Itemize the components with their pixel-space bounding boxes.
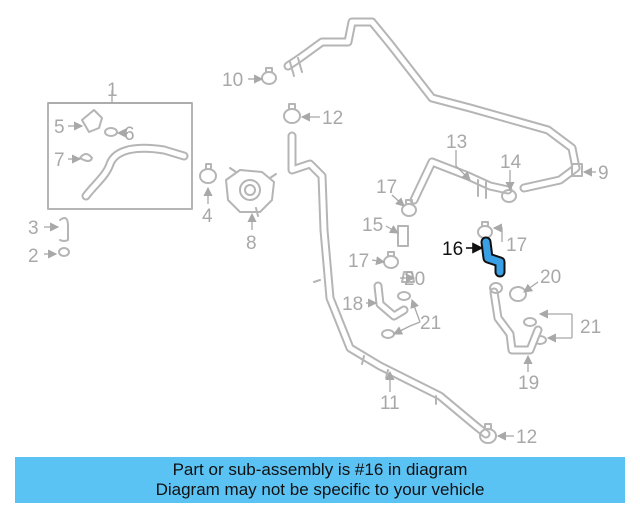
part-8-thermostat-housing: [225, 167, 277, 217]
callout-17-a: 17: [376, 177, 397, 198]
callout-12-top: 12: [322, 108, 343, 129]
part-10-clamp: [261, 67, 277, 85]
part-19-clamp: [489, 282, 503, 294]
part-16-hose: [480, 236, 506, 278]
part-17-clamp-c: [383, 251, 399, 269]
part-15-hose: [397, 225, 409, 247]
callout-15: 15: [362, 215, 383, 236]
callout-1: 1: [107, 80, 118, 101]
callout-17-c: 17: [348, 251, 369, 272]
part-13-hose: [409, 157, 513, 205]
callout-6: 6: [124, 124, 135, 145]
part-9-pipe: [283, 17, 583, 193]
part-21-seal-b: [397, 291, 411, 301]
part-11-pipe: [287, 131, 491, 439]
part-18-hose: [373, 281, 409, 321]
part-6-oring: [104, 127, 118, 137]
callout-21-a: 21: [420, 313, 441, 334]
callout-20-b: 20: [540, 267, 561, 288]
part-2-washer: [58, 247, 70, 257]
banner-line-2: Diagram may not be specific to your vehi…: [155, 480, 485, 499]
callout-14: 14: [500, 152, 522, 173]
info-banner: Part or sub-assembly is #16 in diagram D…: [15, 457, 625, 503]
callout-labels: 1 5 6 7 3 2 4 8 10 12 9 11 12 13 14 17 1…: [28, 70, 609, 448]
callout-18: 18: [342, 294, 363, 315]
part-20-fitting-b: [509, 286, 527, 302]
parts-diagram: 1 5 6 7 3 2 4 8 10 12 9 11 12 13 14 17 1…: [28, 17, 609, 448]
part-7-clip: [79, 153, 93, 162]
part-4-clamp: [199, 163, 217, 184]
part-17-clamp-a: [401, 199, 417, 217]
leader-lines: [44, 74, 596, 441]
banner-line-1: Part or sub-assembly is #16 in diagram: [172, 460, 468, 479]
callout-3: 3: [28, 218, 39, 239]
callout-7: 7: [54, 150, 65, 171]
callout-11: 11: [380, 393, 400, 414]
callout-2: 2: [28, 246, 39, 267]
part-14-clamp: [501, 189, 517, 203]
part-21-seal-a: [381, 329, 395, 339]
callout-9: 9: [598, 163, 609, 184]
callout-5: 5: [54, 117, 65, 138]
part-21-seal-c: [523, 317, 537, 327]
assembly-1-box: [47, 90, 193, 210]
callout-19: 19: [518, 373, 539, 394]
callout-10: 10: [222, 70, 243, 91]
part-5-bracket: [81, 109, 103, 133]
part-17-clamp-b: [477, 221, 493, 239]
callout-4: 4: [202, 206, 213, 227]
part-12-clamp-top: [283, 103, 301, 124]
callout-21-b: 21: [580, 317, 601, 338]
callout-8: 8: [246, 233, 257, 254]
callout-12-bottom: 12: [516, 427, 537, 448]
callout-20-a: 20: [404, 269, 425, 290]
callout-16: 16: [442, 239, 463, 260]
callout-13: 13: [446, 132, 467, 153]
part-19-pipe: [489, 287, 543, 355]
assembly-1-hose: [81, 143, 189, 201]
part-12-clamp-bottom: [479, 423, 497, 444]
callout-17-b: 17: [506, 235, 527, 256]
part-3-hook: [59, 217, 69, 242]
